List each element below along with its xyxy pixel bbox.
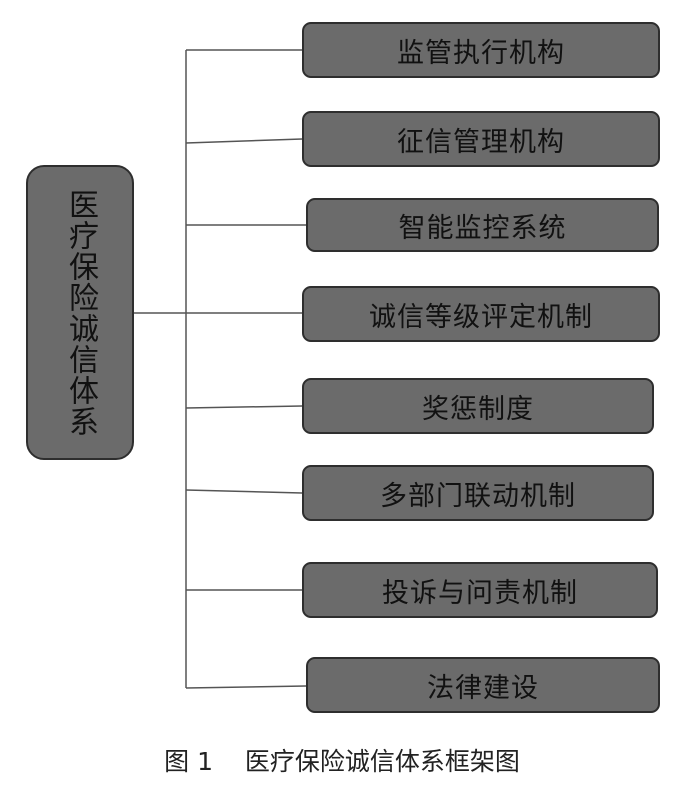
branch-node-label: 多部门联动机制: [380, 480, 576, 512]
figure-number: 图 1: [164, 747, 214, 776]
branch-node-label: 智能监控系统: [398, 212, 567, 244]
branch-node-label: 奖惩制度: [422, 393, 534, 425]
figure-caption: 图 1 医疗保险诚信体系框架图: [0, 742, 684, 778]
branch-node-label: 征信管理机构: [397, 126, 565, 158]
branch-node-label: 监管执行机构: [397, 37, 565, 69]
branch-node-label: 投诉与问责机制: [382, 577, 578, 609]
branch-node: 多部门联动机制: [302, 465, 654, 521]
branch-connector: [185, 489, 303, 494]
branch-connector: [185, 138, 303, 144]
branch-node-label: 诚信等级评定机制: [369, 301, 593, 333]
branch-node: 投诉与问责机制: [302, 562, 658, 618]
branch-node: 法律建设: [306, 657, 660, 713]
branch-node: 诚信等级评定机制: [302, 286, 660, 342]
branch-node: 智能监控系统: [306, 198, 659, 252]
branch-connector: [185, 405, 303, 409]
branch-connector: [185, 685, 307, 689]
branch-node: 奖惩制度: [302, 378, 654, 434]
root-node: 医疗保险诚信体系: [26, 165, 134, 460]
figure-title: 医疗保险诚信体系框架图: [244, 747, 520, 776]
branch-node-label: 法律建设: [427, 672, 539, 704]
branch-node: 监管执行机构: [302, 22, 660, 78]
root-node-label: 医疗保险诚信体系: [63, 188, 98, 437]
branch-node: 征信管理机构: [302, 111, 660, 167]
